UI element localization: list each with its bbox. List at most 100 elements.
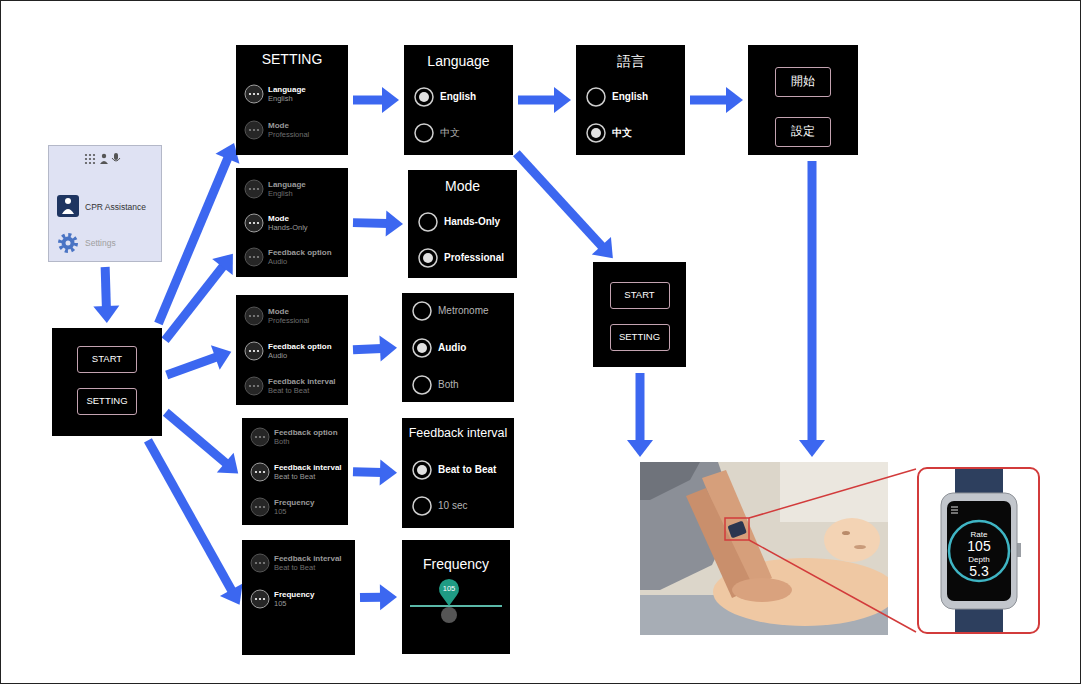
watch-reading-value: 105 (967, 538, 990, 554)
menu-icon (951, 513, 958, 514)
account-icon (100, 161, 108, 164)
menu-icon (251, 590, 269, 608)
menu-icon (251, 554, 269, 572)
mic-icon (112, 158, 120, 161)
radio-button (413, 461, 431, 479)
menu-icon (245, 248, 263, 266)
radio-button (419, 213, 437, 231)
watch-screen: SETTINGLanguageEnglishModeProfessional (236, 45, 348, 155)
watch-inset-screen: Rate105Depth5.3 (917, 467, 1040, 634)
menu-icon-dot (257, 93, 259, 95)
flow-arrow-shaft (353, 218, 388, 228)
menu-value: English (268, 190, 293, 199)
watch-screen: Feedback intervalBeat to BeatFrequency10… (242, 540, 355, 655)
flow-arrow-shaft (518, 96, 556, 105)
apps-icon (85, 154, 87, 156)
screen-graphics (748, 45, 858, 155)
menu-icon-dot (263, 598, 265, 600)
flow-arrow-shaft (353, 96, 384, 105)
watch-reading-value: 5.3 (969, 563, 988, 579)
flow-arrow (148, 440, 243, 604)
slider-thumb (441, 607, 457, 623)
menu-value: Beat to Beat (274, 473, 315, 482)
menu-value: English (268, 95, 293, 104)
flow-arrow (353, 336, 397, 362)
screen-graphics (52, 328, 162, 436)
screen-heading: SETTING (262, 51, 323, 67)
zoom-line (749, 540, 916, 632)
menu-icon-dot (257, 222, 259, 224)
app-name: Settings (85, 239, 116, 249)
menu-icon-dot (253, 350, 255, 352)
menu-label: Feedback interval (274, 463, 342, 472)
menu-icon (245, 214, 263, 232)
watch-screen: STARTSETTING (593, 262, 686, 367)
flow-arrow (353, 210, 403, 236)
screen-heading: Frequency (423, 556, 489, 572)
menu-icon (245, 85, 263, 103)
radio-button (587, 124, 605, 142)
gear-icon (60, 235, 76, 251)
button-label: SETTING (610, 324, 670, 351)
screen-heading: 語言 (617, 53, 645, 69)
menu-icon-dot (249, 129, 251, 131)
flow-arrow (353, 87, 399, 113)
radio-dot (417, 465, 427, 475)
flow-arrow-shaft (166, 412, 227, 464)
radio-dot (419, 92, 429, 102)
apps-icon (89, 154, 91, 156)
radio-dot (591, 128, 601, 138)
flow-arrow (353, 459, 397, 485)
button-label: 開始 (775, 67, 831, 97)
menu-value: Beat to Beat (268, 387, 309, 396)
menu-icon-dot (253, 222, 255, 224)
flow-arrow (166, 412, 238, 473)
menu-icon (951, 507, 958, 508)
app-name: CPR Assistance (85, 203, 146, 213)
menu-icon-dot (253, 256, 255, 258)
menu-icon-dot (255, 506, 257, 508)
flow-arrow-head (93, 306, 119, 323)
manikin-mouth (854, 545, 866, 549)
menu-label: Mode (268, 214, 289, 223)
menu-icon-dot (263, 506, 265, 508)
menu-icon-dot (253, 188, 255, 190)
option-label: English (612, 91, 648, 103)
watch-reading-label: Depth (968, 555, 989, 564)
menu-label: Language (268, 85, 306, 94)
radio-button (413, 497, 431, 515)
menu-icon-dot (257, 256, 259, 258)
menu-icon-dot (257, 188, 259, 190)
radio-dot (423, 253, 433, 263)
flow-arrow-head (726, 87, 743, 113)
menu-icon-dot (257, 315, 259, 317)
watch-screen: Feedback intervalBeat to Beat10 sec (402, 418, 514, 528)
highlight-box (725, 518, 749, 540)
flow-arrow (167, 345, 232, 375)
apps-icon (85, 158, 87, 160)
watch-screen: ModeProfessionalFeedback optionAudioFeed… (236, 295, 348, 405)
account-icon (102, 154, 106, 158)
watch-ring (949, 521, 1009, 581)
option-label: Professional (444, 252, 504, 264)
rescuer-hands (732, 578, 792, 602)
radio-button (413, 376, 431, 394)
menu-icon-dot (255, 598, 257, 600)
menu-icon-dot (257, 350, 259, 352)
menu-icon (251, 498, 269, 516)
app-icon (57, 195, 79, 217)
menu-value: Both (274, 438, 289, 447)
menu-icon-dot (253, 129, 255, 131)
menu-value: Professional (268, 317, 309, 326)
screen-heading: Feedback interval (409, 426, 508, 440)
menu-label: Feedback interval (274, 554, 342, 563)
menu-icon-dot (249, 93, 251, 95)
slider-track (410, 605, 502, 607)
flow-arrow-head (212, 254, 233, 275)
flow-arrow-shaft (360, 593, 382, 602)
flow-arrow-head (386, 210, 403, 236)
radio-button (415, 124, 433, 142)
flow-arrow (690, 87, 743, 113)
menu-icon-dot (249, 350, 251, 352)
